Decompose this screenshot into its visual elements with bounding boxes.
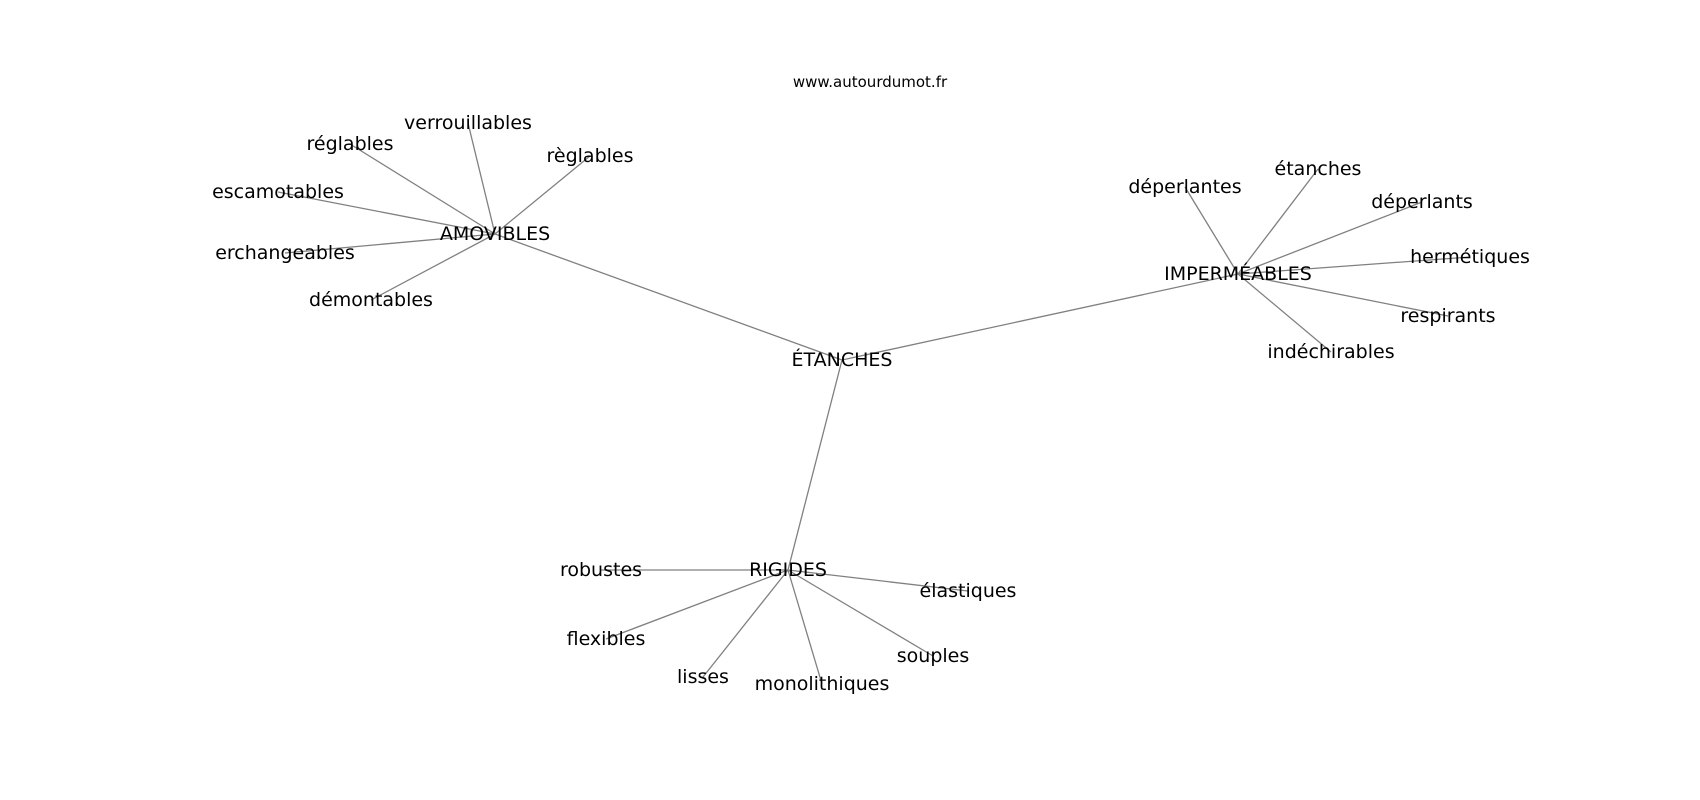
edge-impermeables-respirants	[1237, 273, 1449, 317]
leaf-node-deperlants: déperlants	[1371, 191, 1473, 213]
leaf-node-demontables: démontables	[309, 289, 433, 311]
edge-amovibles-escamotables	[277, 191, 496, 235]
leaf-node-indechirables: indéchirables	[1267, 341, 1394, 363]
leaf-node-verrouillables: verrouillables	[404, 112, 532, 134]
labels: www.autourdumot.fr ÉTANCHES AMOVIBLES ver…	[212, 73, 1530, 695]
edge-center-rigides	[787, 359, 843, 571]
edge-amovibles-erchangeables	[284, 233, 496, 254]
edge-impermeables-hermetiques	[1237, 256, 1471, 275]
center-node: ÉTANCHES	[792, 348, 893, 371]
leaf-node-reglables: réglables	[307, 133, 394, 155]
leaf-node-reglables: règlables	[547, 145, 634, 167]
leaf-node-escamotables: escamotables	[212, 181, 344, 203]
edge-amovibles-reglables	[349, 143, 496, 235]
leaf-node-lisses: lisses	[677, 666, 729, 688]
edge-amovibles-verrouillables	[467, 122, 496, 235]
leaf-node-monolithiques: monolithiques	[755, 673, 890, 695]
edge-center-amovibles	[494, 233, 843, 361]
hub-node-amovibles: AMOVIBLES	[440, 223, 550, 245]
edge-impermeables-indechirables	[1237, 273, 1332, 353]
edge-impermeables-deperlantes	[1184, 186, 1239, 275]
hub-node-impermeables: IMPERMÉABLES	[1164, 262, 1312, 285]
leaf-node-etanches: étanches	[1275, 158, 1362, 180]
edge-amovibles-reglables	[494, 155, 591, 235]
leaf-node-hermetiques: hermétiques	[1410, 246, 1530, 268]
leaf-node-deperlantes: déperlantes	[1128, 176, 1241, 198]
leaf-node-souples: souples	[897, 645, 970, 667]
edge-rigides-flexibles	[605, 569, 789, 640]
hub-node-rigides: RIGIDES	[749, 559, 827, 581]
edge-rigides-lisses	[702, 569, 789, 678]
edge-center-impermeables	[841, 273, 1239, 361]
edge-rigides-souples	[787, 569, 934, 657]
leaf-node-erchangeables: erchangeables	[215, 242, 355, 264]
edge-rigides-elastiques	[787, 569, 969, 592]
edge-impermeables-deperlants	[1237, 201, 1423, 275]
edges	[277, 122, 1471, 685]
edge-rigides-monolithiques	[787, 569, 823, 685]
edge-amovibles-demontables	[370, 233, 496, 301]
site-label: www.autourdumot.fr	[793, 73, 948, 91]
leaf-node-flexibles: flexibles	[567, 628, 646, 650]
leaf-node-robustes: robustes	[560, 559, 642, 581]
leaf-node-respirants: respirants	[1400, 305, 1495, 327]
leaf-node-elastiques: élastiques	[920, 580, 1017, 602]
edge-impermeables-etanches	[1237, 168, 1319, 275]
